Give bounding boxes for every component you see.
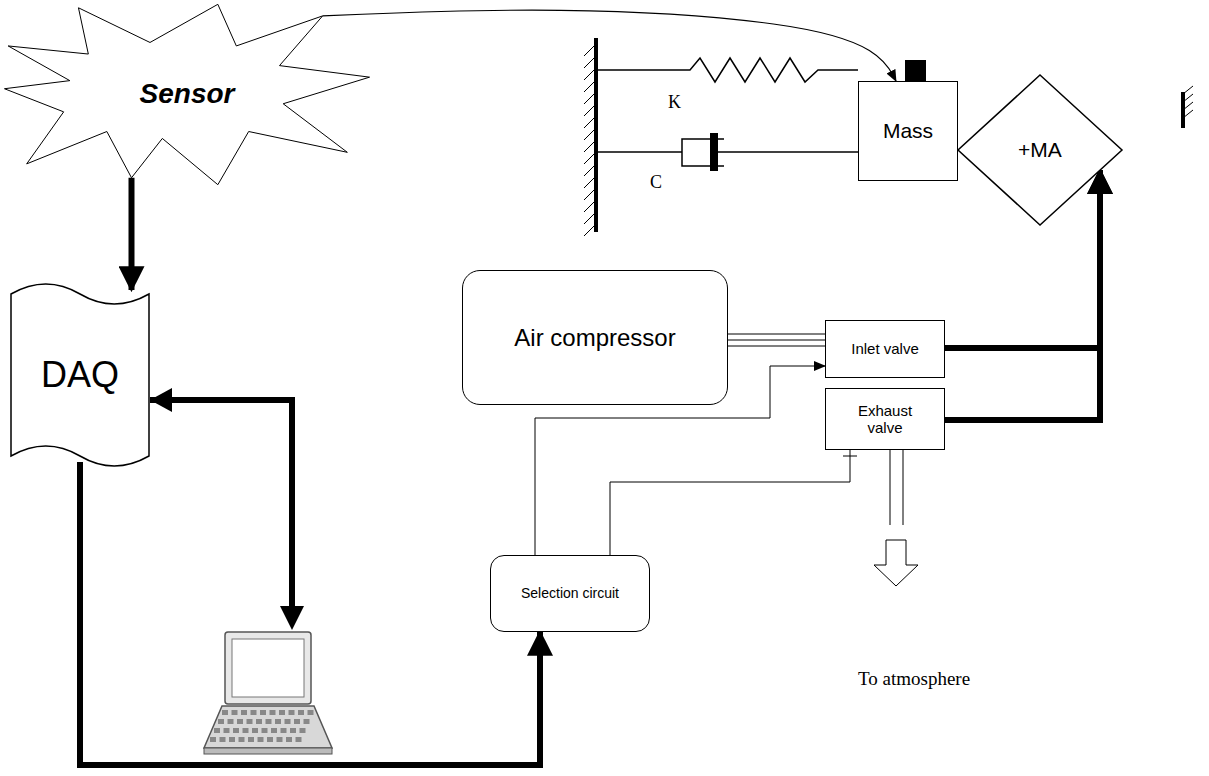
key [237,719,243,724]
valve-box: Inlet valve [825,320,945,378]
damper-rod [718,151,858,153]
key [239,737,245,742]
compressor-box: Air compressor [462,270,728,405]
node-label: Selection circuit [521,585,619,601]
air-line [728,334,825,335]
key [214,728,220,733]
key [229,737,235,742]
diamond-outline [958,75,1122,225]
key [298,710,304,715]
key [270,710,276,715]
laptop-keys [210,710,314,742]
node-label: Inlet valve [851,340,919,357]
key [218,719,224,724]
laptop-display [232,639,304,697]
node-label: Exhaust valve [848,402,922,437]
connector [728,340,825,341]
key [304,719,310,724]
node-label: DAQ [41,354,119,395]
connector [323,10,896,81]
node-label: Air compressor [514,324,675,352]
laptop-keyboard [204,706,332,748]
connector [129,178,135,290]
circuit-box: Selection circuit [490,555,650,632]
connector [610,450,850,555]
key [232,710,238,715]
node-label: Mass [883,119,933,143]
laptop-screen [225,632,311,704]
data-link [150,400,292,610]
daq-document: DAQ [10,280,150,470]
fixed-wall [594,38,598,232]
damper-piston [710,133,718,171]
key [210,737,216,742]
node-label: +MA [1018,138,1062,162]
key [286,737,292,742]
damper-rod [598,151,682,153]
air-line [728,346,825,347]
key [300,728,306,733]
key [247,719,253,724]
key [251,710,257,715]
key [220,737,226,742]
starburst-outline [4,4,369,184]
sensor-mount [905,60,926,81]
mass-box: Mass [858,81,958,181]
key [294,719,300,724]
key [289,710,295,715]
spring-label: K [668,92,681,113]
key [258,737,264,742]
key [241,710,247,715]
key [279,710,285,715]
key [290,728,296,733]
key [252,728,258,733]
sensor-starburst: Sensor [2,2,372,187]
key [308,710,314,715]
damper-label: C [650,172,662,193]
key [228,719,234,724]
actuator-diamond: +MA [958,75,1122,225]
key [243,728,249,733]
flow-arrow [874,540,918,586]
key [260,710,266,715]
fixed-wall [1181,92,1185,128]
key [296,737,302,742]
key [275,719,281,724]
laptop-base [204,748,332,754]
spring-symbol [598,58,858,82]
outlet-note: To atmosphere [858,668,970,690]
key [262,728,268,733]
connector [80,462,540,765]
key [224,728,230,733]
key [285,719,291,724]
key [271,728,277,733]
document-outline [11,284,149,466]
valve-box: Exhaust valve [825,388,945,450]
exhaust-line [903,450,904,525]
key [256,719,262,724]
node-label: Sensor [140,78,235,110]
laptop-icon [204,632,332,754]
arrow-head [150,388,172,412]
key [266,719,272,724]
arrow-head [280,606,304,630]
key [267,737,273,742]
key [248,737,254,742]
key [222,710,228,715]
key [281,728,287,733]
exhaust-line [890,450,891,525]
key [233,728,239,733]
key [277,737,283,742]
